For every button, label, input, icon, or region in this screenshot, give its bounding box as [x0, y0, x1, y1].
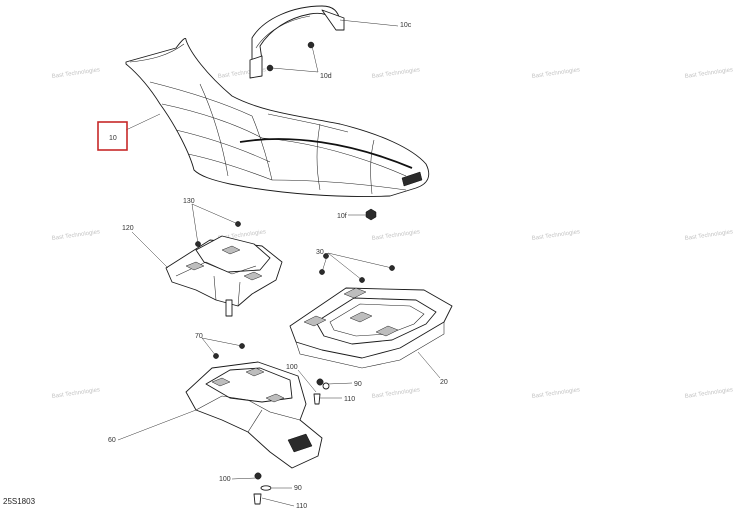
rear-bracket[interactable]	[165, 221, 283, 317]
watermark: Bast Technologies	[371, 229, 420, 242]
hardware-lower[interactable]	[253, 472, 272, 505]
watermark: Bast Technologies	[531, 67, 580, 80]
callouts: 10 10c 10d 10f 130 120 30 20 70 100 90 1…	[108, 22, 448, 510]
highlight-box	[97, 121, 128, 151]
watermark: Bast Technologies	[51, 67, 100, 80]
watermark: Bast Technologies	[371, 387, 420, 400]
fastener-10d[interactable]	[266, 41, 315, 72]
watermark: Bast Technologies	[531, 387, 580, 400]
callout-fastener-10d: 10d	[320, 73, 332, 80]
leader-lines	[117, 19, 441, 507]
callout-rack: 20	[440, 379, 448, 386]
callout-washer-90-lower: 90	[294, 485, 302, 492]
luggage-rack[interactable]	[289, 253, 453, 369]
watermark: Bast Technologies	[684, 387, 733, 400]
callout-bolt-70: 70	[195, 333, 203, 340]
seat-strap[interactable]	[249, 5, 345, 79]
callout-strap: 10c	[400, 22, 412, 29]
watermark: Bast Technologies	[371, 67, 420, 80]
callout-bolt-30: 30	[316, 249, 324, 256]
figure-code: 25S1803	[3, 497, 36, 506]
callout-screw-110-upper: 110	[344, 396, 355, 403]
watermark: Bast Technologies	[51, 229, 100, 242]
watermark: Bast Technologies	[684, 229, 733, 242]
hardware-upper[interactable]	[313, 378, 330, 405]
callout-nut-100-lower: 100	[219, 476, 231, 483]
callout-lower-support: 60	[108, 437, 116, 444]
callout-bracket: 120	[122, 225, 134, 232]
callout-bolt-130: 130	[183, 198, 195, 205]
callout-nut-100-upper: 100	[286, 364, 298, 371]
seat-assembly[interactable]	[125, 37, 430, 197]
callout-washer-90-upper: 90	[354, 381, 362, 388]
watermark: Bast Technologies	[684, 67, 733, 80]
fastener-10f[interactable]	[365, 208, 377, 221]
callout-seat: 10	[109, 135, 117, 142]
callout-fastener-10f: 10f	[337, 213, 347, 220]
lower-support[interactable]	[185, 343, 323, 469]
watermark: Bast Technologies	[531, 229, 580, 242]
callout-screw-110-lower: 110	[296, 503, 307, 510]
watermark: Bast Technologies	[51, 387, 100, 400]
